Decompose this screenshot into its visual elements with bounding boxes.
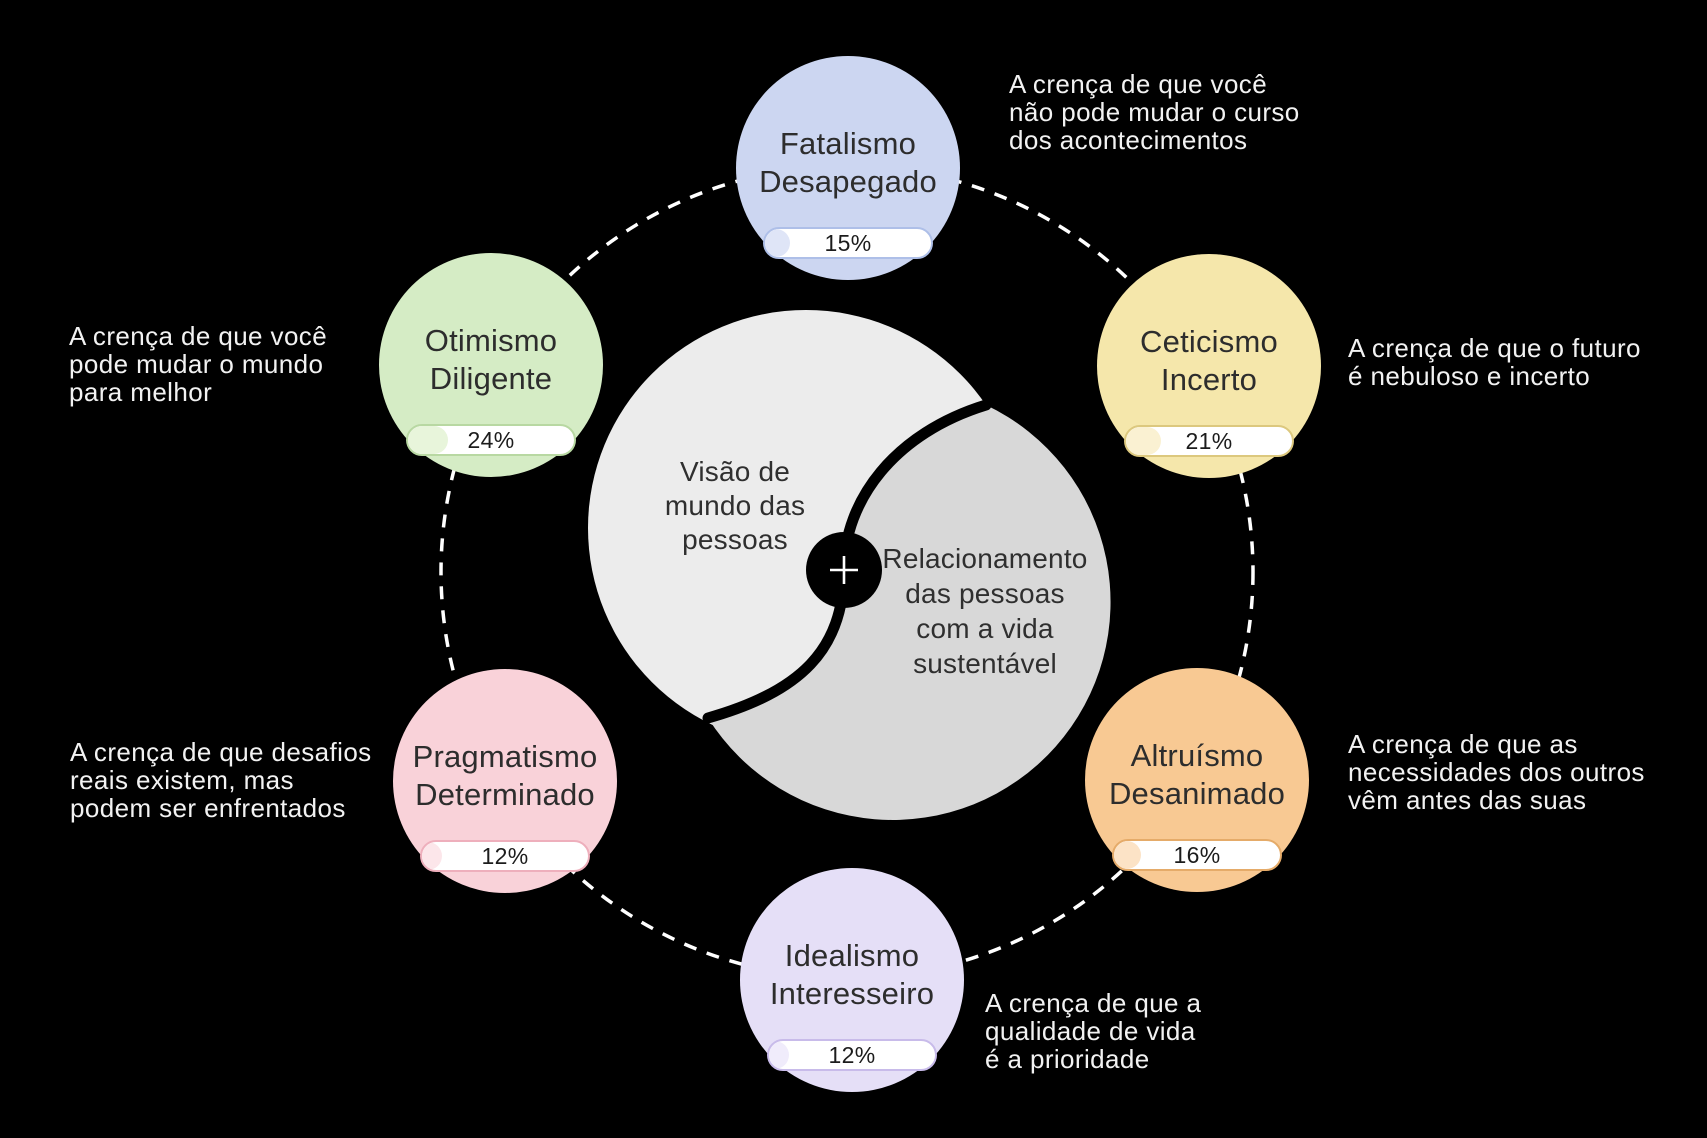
relationship-label-line: Relacionamento bbox=[882, 543, 1088, 574]
segment-fatalismo: Fatalismo Desapegado 15% bbox=[736, 56, 960, 280]
segment-idealismo: Idealismo Interesseiro 12% bbox=[740, 868, 964, 1092]
worldview-label-line: Visão de bbox=[679, 456, 791, 487]
category-label-line: Pragmatismo bbox=[412, 739, 598, 774]
category-bubble: Fatalismo Desapegado 15% bbox=[736, 56, 960, 280]
category-label-line: Altruísmo bbox=[1130, 738, 1264, 773]
segment-altruismo: Altruísmo Desanimado 16% bbox=[1085, 668, 1309, 892]
category-bubble: Idealismo Interesseiro 12% bbox=[740, 868, 964, 1092]
percent-value: 12% bbox=[481, 842, 529, 869]
description-line: não pode mudar o curso bbox=[1009, 97, 1300, 127]
worldview-label-line: pessoas bbox=[682, 524, 788, 555]
progress-fill bbox=[1114, 841, 1141, 869]
description-line: podem ser enfrentados bbox=[70, 793, 346, 823]
progress-pill: 15% bbox=[763, 227, 933, 259]
category-bubble: Otimismo Diligente 24% bbox=[379, 253, 603, 477]
category-label-line: Interesseiro bbox=[769, 976, 935, 1011]
description-pragmatismo: A crença de que desafios reais existem, … bbox=[70, 738, 372, 822]
category-bubble: Altruísmo Desanimado 16% bbox=[1085, 668, 1309, 892]
category-label-line: Desapegado bbox=[759, 164, 937, 199]
segment-ceticismo: Ceticismo Incerto 21% bbox=[1097, 254, 1321, 478]
percent-value: 12% bbox=[828, 1041, 876, 1068]
worldview-label: Visão de mundo das pessoas bbox=[635, 455, 835, 557]
description-idealismo: A crença de que a qualidade de vida é a … bbox=[985, 989, 1201, 1073]
category-label: Fatalismo Desapegado bbox=[736, 56, 960, 280]
description-line: reais existem, mas bbox=[70, 765, 294, 795]
progress-pill: 12% bbox=[767, 1039, 937, 1071]
description-line: qualidade de vida bbox=[985, 1016, 1196, 1046]
progress-fill bbox=[769, 1041, 789, 1069]
relationship-label-line: das pessoas bbox=[905, 578, 1065, 609]
relationship-label-line: sustentável bbox=[913, 648, 1057, 679]
progress-pill: 24% bbox=[406, 424, 576, 456]
dashed-ring bbox=[439, 164, 1255, 980]
progress-fill bbox=[1126, 427, 1161, 455]
category-label-line: Incerto bbox=[1160, 362, 1258, 397]
category-label: Otimismo Diligente bbox=[379, 253, 603, 477]
category-bubble: Pragmatismo Determinado 12% bbox=[393, 669, 617, 893]
progress-pill: 21% bbox=[1124, 425, 1294, 457]
category-label-line: Ceticismo bbox=[1140, 324, 1278, 359]
category-label: Idealismo Interesseiro bbox=[740, 868, 964, 1092]
description-ceticismo: A crença de que o futuro é nebuloso e in… bbox=[1348, 334, 1641, 390]
description-line: A crença de que as bbox=[1348, 729, 1578, 759]
description-otimismo: A crença de que você pode mudar o mundo … bbox=[69, 322, 327, 406]
percent-value: 21% bbox=[1185, 427, 1233, 454]
description-line: dos acontecimentos bbox=[1009, 125, 1248, 155]
relationship-label-line: com a vida bbox=[916, 613, 1054, 644]
category-label-line: Otimismo bbox=[424, 323, 558, 358]
description-line: vêm antes das suas bbox=[1348, 785, 1587, 815]
category-label-line: Diligente bbox=[429, 361, 553, 396]
category-label: Altruísmo Desanimado bbox=[1085, 668, 1309, 892]
category-label: Ceticismo Incerto bbox=[1097, 254, 1321, 478]
description-line: A crença de que você bbox=[1009, 69, 1268, 99]
progress-fill bbox=[765, 229, 790, 257]
description-line: é nebuloso e incerto bbox=[1348, 361, 1591, 391]
description-line: A crença de que desafios bbox=[70, 737, 372, 767]
percent-value: 15% bbox=[824, 229, 872, 256]
progress-fill bbox=[422, 842, 442, 870]
progress-pill: 12% bbox=[420, 840, 590, 872]
progress-pill: 16% bbox=[1112, 839, 1282, 871]
percent-value: 16% bbox=[1173, 841, 1221, 868]
category-label-line: Determinado bbox=[415, 777, 595, 812]
description-fatalismo: A crença de que você não pode mudar o cu… bbox=[1009, 70, 1300, 154]
category-bubble: Ceticismo Incerto 21% bbox=[1097, 254, 1321, 478]
relationship-label: Relacionamento das pessoas com a vida su… bbox=[835, 541, 1135, 681]
category-label-line: Desanimado bbox=[1108, 776, 1286, 811]
description-line: pode mudar o mundo bbox=[69, 349, 324, 379]
description-line: necessidades dos outros bbox=[1348, 757, 1645, 787]
category-label-line: Fatalismo bbox=[779, 126, 917, 161]
description-line: A crença de que o futuro bbox=[1348, 333, 1641, 363]
description-line: é a prioridade bbox=[985, 1044, 1150, 1074]
progress-fill bbox=[408, 426, 448, 454]
description-line: para melhor bbox=[69, 377, 213, 407]
worldview-label-line: mundo das bbox=[664, 490, 806, 521]
segment-otimismo: Otimismo Diligente 24% bbox=[379, 253, 603, 477]
percent-value: 24% bbox=[467, 426, 515, 453]
description-line: A crença de que a bbox=[985, 988, 1202, 1018]
category-label-line: Idealismo bbox=[784, 938, 920, 973]
description-line: A crença de que você bbox=[69, 321, 328, 351]
description-altruismo: A crença de que as necessidades dos outr… bbox=[1348, 730, 1645, 814]
category-label: Pragmatismo Determinado bbox=[393, 669, 617, 893]
plus-icon bbox=[830, 556, 858, 584]
segment-pragmatismo: Pragmatismo Determinado 12% bbox=[393, 669, 617, 893]
relationship-lobe bbox=[708, 405, 1111, 820]
